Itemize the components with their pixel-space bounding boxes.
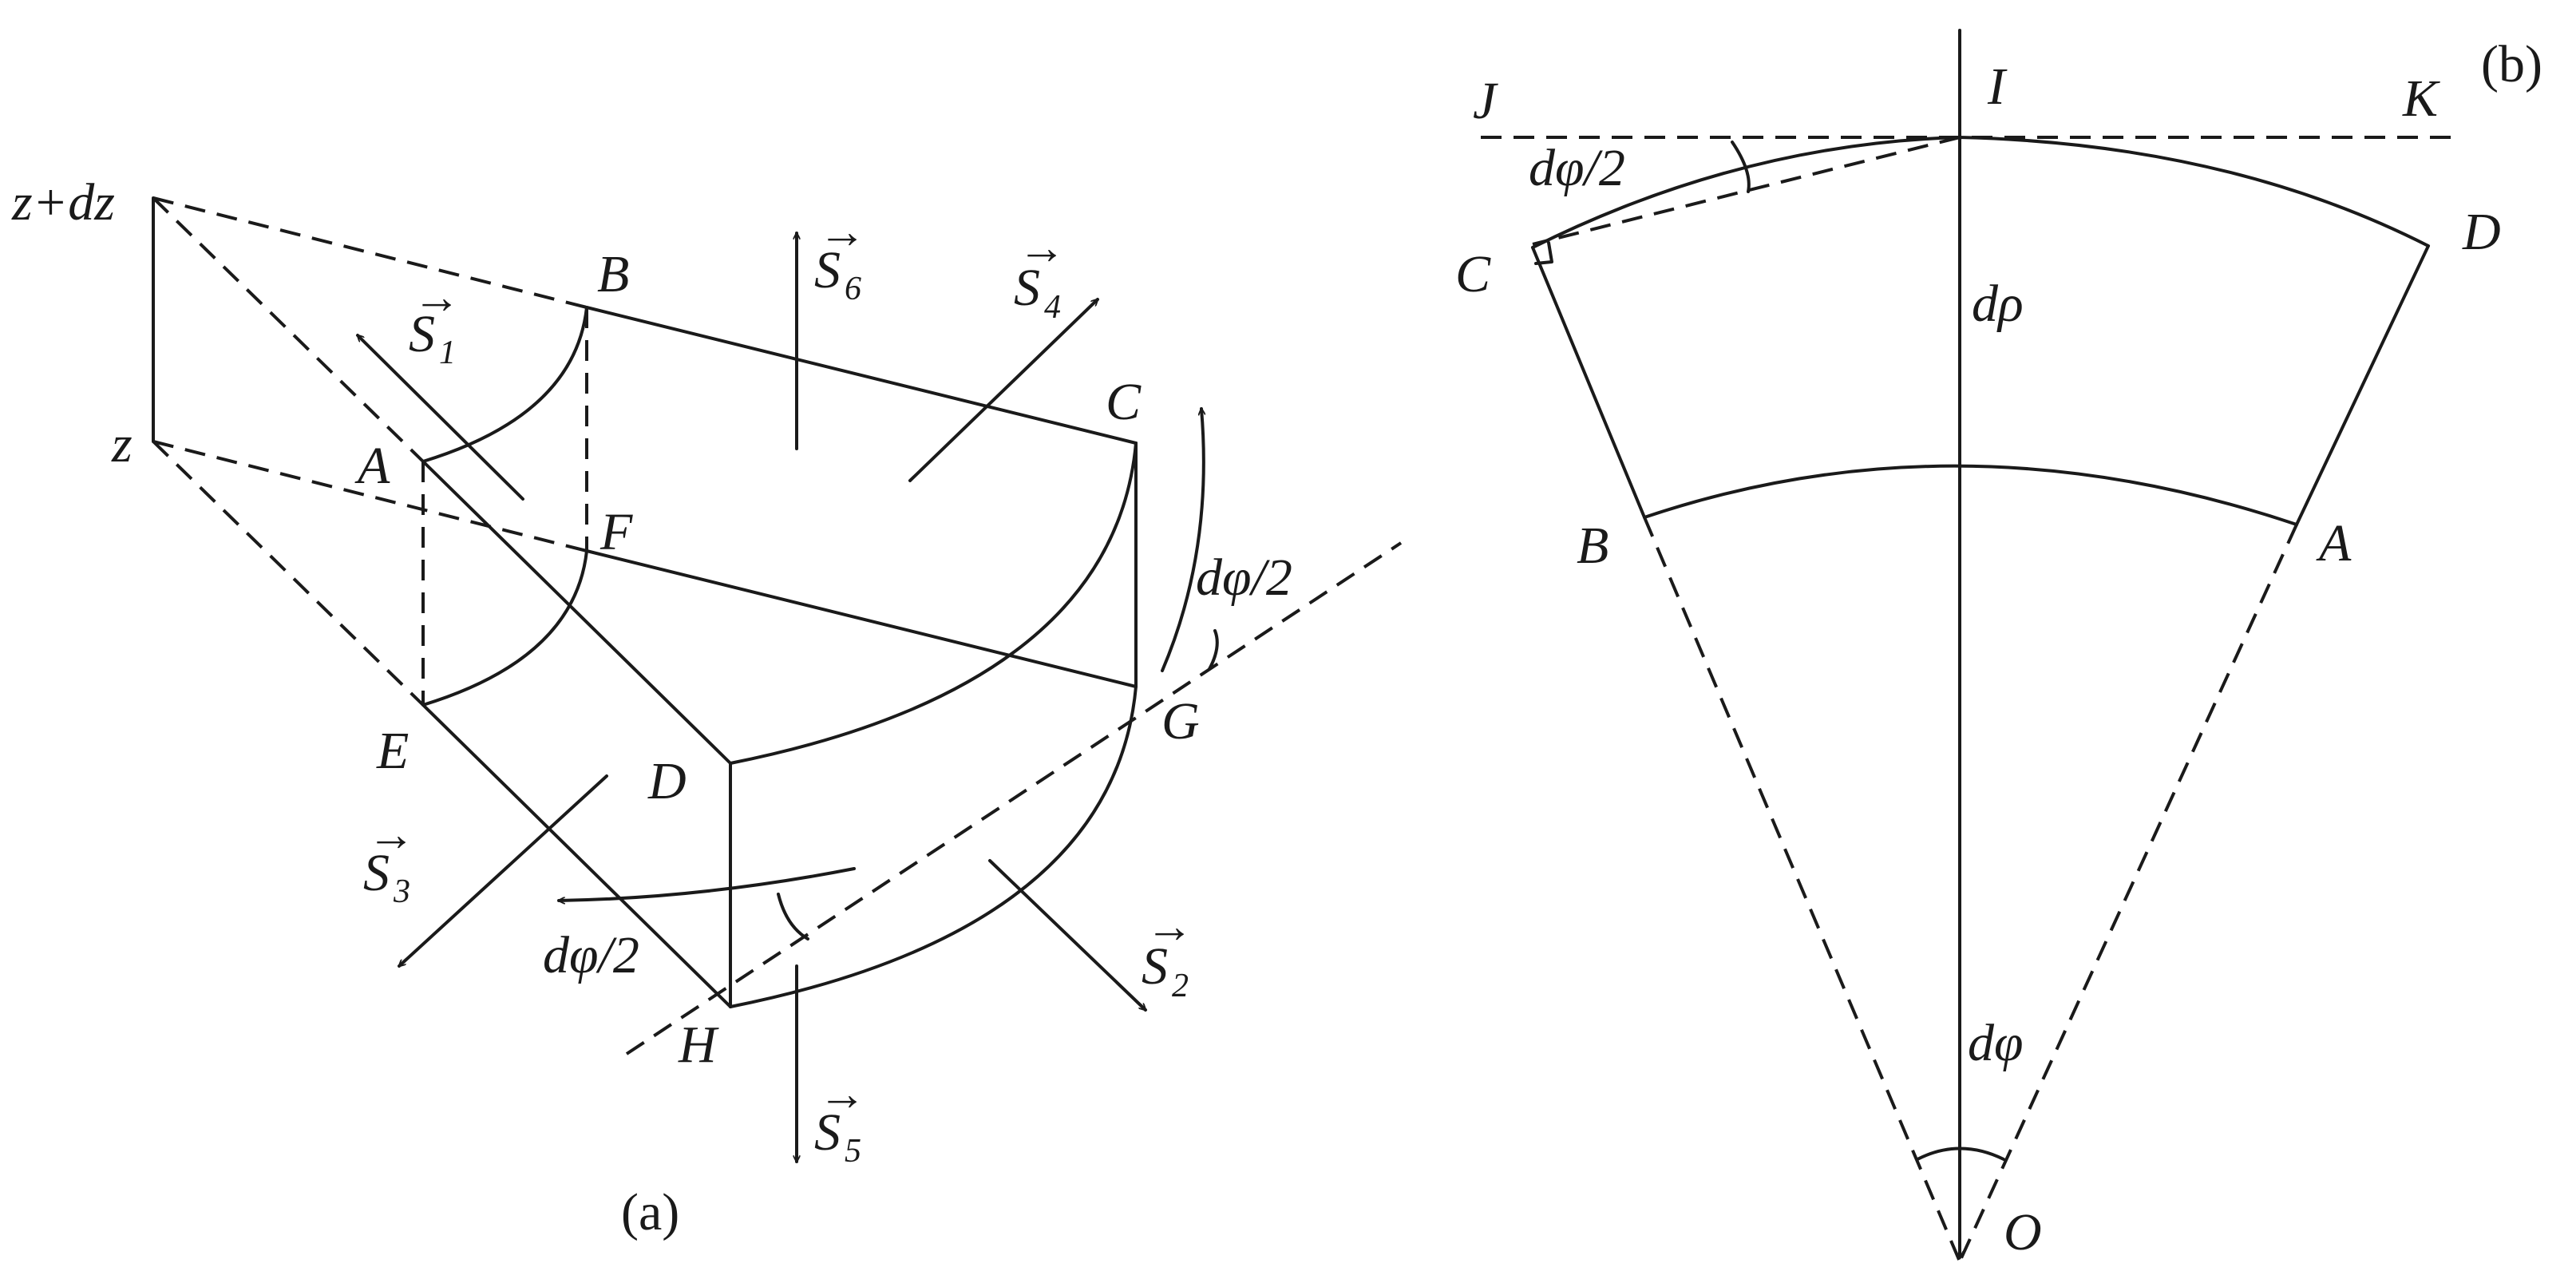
dash-zdz-to-a — [152, 196, 425, 463]
svg-text:→: → — [413, 271, 461, 323]
svg-text:6: 6 — [845, 271, 861, 307]
dash-tangent-i-c — [1532, 136, 1961, 246]
edge-e-h — [421, 703, 732, 1008]
caption-b: (b) — [2481, 35, 2542, 93]
vector-s1-arrow — [358, 335, 524, 501]
dash-z-to-f — [152, 440, 588, 552]
svg-text:1: 1 — [439, 335, 456, 371]
svg-text:S: S — [363, 844, 390, 902]
edge-d-a — [2295, 244, 2430, 526]
dash-a-o — [1958, 524, 2298, 1262]
svg-text:2: 2 — [1172, 968, 1189, 1004]
arc-a-b — [421, 306, 588, 463]
svg-text:→: → — [1146, 900, 1193, 952]
svg-text:5: 5 — [845, 1133, 861, 1170]
label-a-point: A — [354, 437, 390, 495]
vector-s4-arrow — [908, 299, 1098, 482]
label-z: z — [111, 415, 133, 473]
angle-mark-half — [1731, 141, 1751, 193]
right-angle-mark — [1534, 241, 1553, 265]
edge-b-c — [585, 306, 1138, 445]
arc-e-f — [421, 549, 588, 707]
angle-mark-o — [1916, 1146, 2005, 1161]
caption-a: (a) — [621, 1183, 679, 1241]
svg-text:→: → — [818, 1067, 866, 1120]
vector-s1-label: → S 1 — [409, 271, 461, 371]
label-c-point: C — [1455, 245, 1491, 303]
vector-s2-arrow — [988, 859, 1146, 1010]
svg-text:4: 4 — [1044, 289, 1061, 326]
vector-s2-label: → S 2 — [1142, 900, 1193, 1004]
panel-a: z+dz z A B C D E F G H dφ/2 dφ/2 → S 1 →… — [11, 173, 1403, 1241]
arc-outer-c-d — [1531, 136, 2430, 249]
svg-text:S: S — [409, 305, 435, 363]
dash-diagonal — [625, 541, 1403, 1055]
dash-b-o — [1643, 517, 1961, 1262]
svg-text:S: S — [814, 1103, 841, 1162]
label-o-point: O — [2004, 1203, 2042, 1261]
svg-text:S: S — [814, 241, 841, 299]
arc-inner-b-a — [1643, 464, 2298, 526]
angle-mark-bottom — [777, 893, 809, 940]
label-d-phi: dφ — [1968, 1014, 2024, 1072]
edge-c-b — [1531, 246, 1646, 519]
svg-text:→: → — [1018, 221, 1066, 274]
svg-text:3: 3 — [393, 873, 410, 910]
label-f-point: F — [599, 503, 633, 561]
label-e-point: E — [376, 722, 409, 780]
label-j-point: J — [1473, 72, 1498, 130]
label-z-dz: z+dz — [11, 173, 115, 232]
vector-s6-label: → S 6 — [814, 205, 866, 307]
panel-b: J I K (b) dφ/2 C D dρ B A dφ O — [1455, 29, 2542, 1262]
svg-text:→: → — [367, 808, 415, 861]
label-angle-top: dφ/2 — [1196, 548, 1292, 607]
dash-z-to-e — [152, 440, 425, 707]
vector-s3-label: → S 3 — [363, 808, 415, 910]
dash-zdz-to-b — [152, 196, 588, 309]
svg-text:→: → — [818, 205, 866, 258]
vector-s3-arrow — [399, 774, 608, 968]
label-c-point: C — [1106, 373, 1142, 431]
angle-mark-top — [1208, 629, 1219, 671]
label-i-point: I — [1987, 57, 2008, 116]
label-b-point: B — [597, 245, 629, 303]
arc-d-c — [729, 442, 1138, 765]
svg-text:S: S — [1014, 259, 1040, 317]
edge-a-d — [421, 460, 732, 765]
label-a-point: A — [2316, 514, 2352, 572]
label-k-point: K — [2402, 69, 2440, 128]
arc-arrow-top — [1161, 407, 1204, 672]
label-d-point: D — [647, 752, 687, 810]
arc-arrow-bottom — [557, 867, 856, 901]
label-d-point: D — [2462, 203, 2501, 261]
vector-s4-label: → S 4 — [1014, 221, 1066, 326]
label-g-point: G — [1161, 692, 1200, 750]
svg-text:S: S — [1142, 937, 1168, 996]
label-b-point: B — [1577, 517, 1609, 575]
label-half-angle: dφ/2 — [1529, 139, 1625, 197]
label-h-point: H — [678, 1016, 719, 1074]
edge-f-g — [585, 549, 1138, 688]
label-angle-bottom: dφ/2 — [543, 926, 639, 984]
label-d-rho: dρ — [1972, 275, 2024, 333]
vector-s5-label: → S 5 — [814, 1067, 866, 1170]
arc-h-g — [729, 685, 1138, 1008]
